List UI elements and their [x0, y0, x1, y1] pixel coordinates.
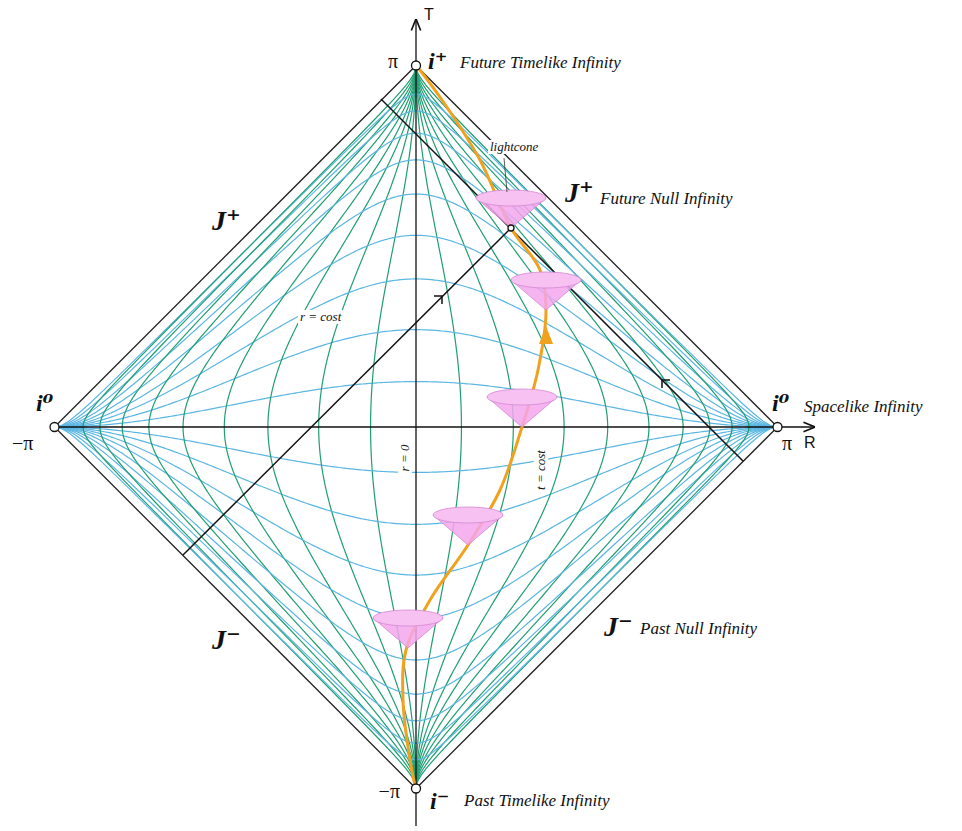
curve-label: r = 0 [398, 443, 412, 474]
tick-label: π [782, 432, 792, 454]
axis-label: R [804, 434, 816, 452]
infinity-point [412, 784, 421, 793]
null-infinity-symbol: J⁻ [604, 612, 633, 643]
null-ray [381, 99, 743, 461]
null-infinity-symbol: J⁺ [565, 178, 594, 209]
t-axis [415, 20, 416, 826]
null-infinity-symbol: J⁻ [212, 625, 241, 656]
infinity-name: Spacelike Infinity [804, 398, 922, 417]
ray-arrow [662, 380, 670, 388]
cone-rim [433, 507, 503, 523]
cone-rim [476, 190, 546, 206]
r-axis [55, 426, 814, 427]
curve-label: t = cost [534, 448, 548, 492]
infinity-symbol: i⁰ [36, 390, 53, 416]
axis-label: T [424, 6, 434, 24]
cone-rim [373, 610, 443, 626]
infinity-name: Past Null Infinity [640, 620, 757, 639]
curve-label: r = cost [298, 310, 343, 324]
null-infinity-symbol: J⁺ [212, 206, 241, 237]
lightcone-symbol [487, 389, 557, 427]
cone-rim [511, 272, 581, 288]
worldline [403, 65, 546, 790]
lightcone-symbol [511, 272, 581, 310]
leader-line [504, 158, 507, 192]
lightcone-symbol [433, 507, 503, 545]
infinity-name: Past Timelike Infinity [464, 792, 609, 811]
infinity-point [773, 423, 782, 432]
infinity-symbol: i⁺ [428, 48, 447, 74]
ray-arrow [434, 296, 442, 304]
infinity-point [508, 225, 514, 231]
infinity-name: Future Null Infinity [600, 190, 733, 209]
infinity-point [412, 61, 421, 70]
null-ray [183, 228, 511, 555]
infinity-point [50, 423, 59, 432]
tick-label: −π [12, 432, 33, 454]
lightcone-symbol [476, 190, 546, 228]
diagram-frame [55, 20, 815, 826]
infinity-symbol: i⁻ [430, 788, 449, 814]
infinity-name: Future Timelike Infinity [460, 54, 621, 73]
lightcone-symbol [373, 610, 443, 648]
worldline-group [50, 61, 782, 793]
infinity-symbol: i⁰ [772, 390, 789, 416]
cone-rim [487, 389, 557, 405]
worldline-arrow [539, 326, 553, 344]
tick-label: π [388, 50, 398, 72]
tick-label: −π [379, 780, 400, 802]
callout-label: lightcone [488, 140, 540, 154]
